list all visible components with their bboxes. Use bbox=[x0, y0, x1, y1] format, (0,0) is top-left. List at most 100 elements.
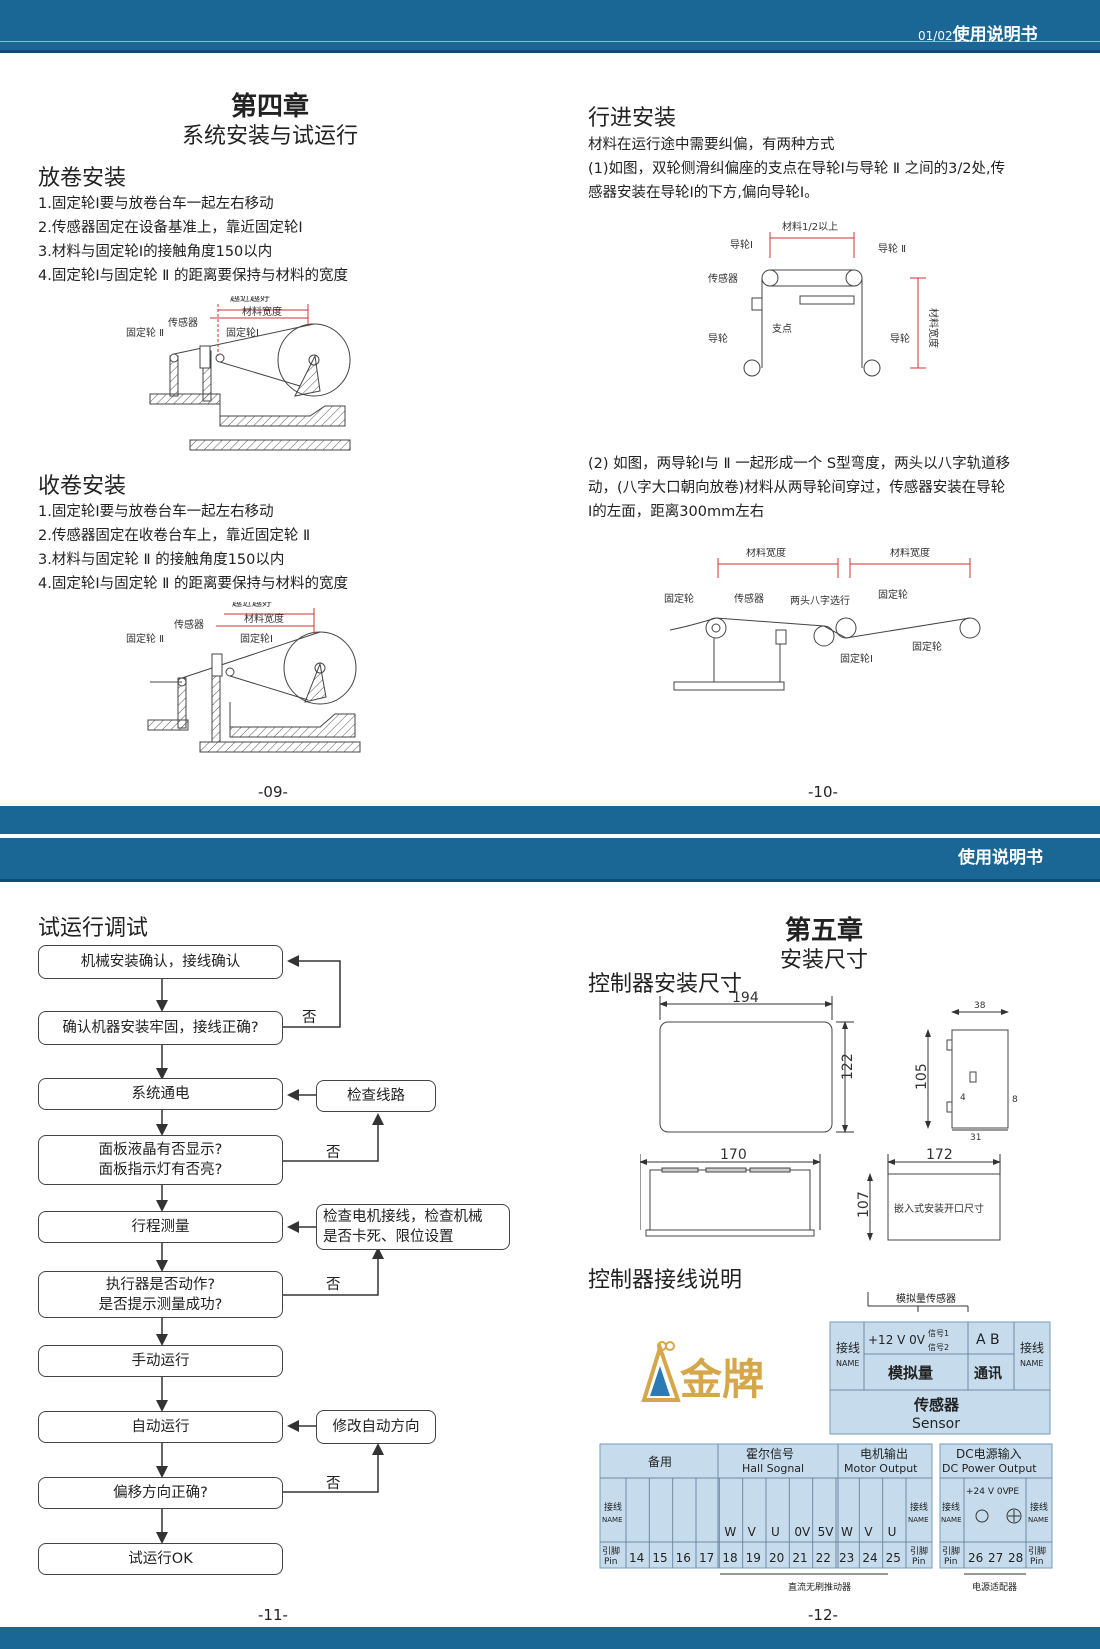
pin-number: 18 bbox=[722, 1551, 737, 1565]
chapter-subtitle: 系统安装与试运行 bbox=[181, 124, 358, 149]
rewind-diagram: 越近越好 材料宽度 传感器 固定轮 Ⅱ 固定轮I bbox=[126, 602, 361, 753]
dc-pin-en-right: Pin bbox=[1030, 1557, 1043, 1567]
label-guide2: 导轮 Ⅱ bbox=[878, 242, 906, 255]
wiring-title: 控制器接线说明 bbox=[588, 1268, 743, 1293]
flow-side-text: 修改自动方向 bbox=[332, 1419, 420, 1435]
sensor-sig2: 信号2 bbox=[928, 1342, 949, 1352]
travel-line: (1)如图，双轮侧滑纠偏座的支点在导轮I与导轮 Ⅱ 之间的3/2处,传 bbox=[588, 161, 1006, 177]
flow-step-trial-ok: 试运行OK bbox=[38, 1543, 283, 1575]
header-band-mid bbox=[0, 838, 1100, 882]
flow-step-lcd-check: 面板液晶有否显示? 面板指示灯有否亮? bbox=[38, 1135, 283, 1185]
dc-pin-num: 27 bbox=[988, 1551, 1003, 1565]
dc-pin-en: Pin bbox=[944, 1557, 957, 1567]
motor-signal: V bbox=[864, 1525, 873, 1539]
flow-step-text: 试运行OK bbox=[128, 1551, 193, 1567]
panel-hall-en: Hall Sognal bbox=[742, 1462, 804, 1475]
sensor-wire: 接线 bbox=[836, 1340, 860, 1355]
label-wheel2: 固定轮 Ⅱ bbox=[126, 326, 164, 339]
dc-wire: 接线 bbox=[942, 1501, 960, 1513]
pin-number: 14 bbox=[629, 1551, 644, 1565]
hall-signal: U bbox=[771, 1525, 780, 1539]
brand-logo: 金牌 bbox=[641, 1341, 764, 1404]
label-half: 材料1/2以上 bbox=[782, 220, 838, 233]
pin-number: 23 bbox=[839, 1551, 854, 1565]
sensor-name-right: NAME bbox=[1020, 1359, 1043, 1368]
unwind-list: 1.固定轮I要与放卷台车一起左右移动 2.传感器固定在设备基准上，靠近固定轮I … bbox=[38, 192, 348, 288]
flow-step-power-on: 系统通电 bbox=[38, 1078, 283, 1110]
label-width: 材料宽度 bbox=[746, 548, 786, 559]
flow-side-check-motor: 检查电机接线，检查机械 是否卡死、限位设置 bbox=[316, 1204, 510, 1250]
flow-no-label: 否 bbox=[326, 1145, 341, 1161]
label-width: 材料宽度 bbox=[244, 612, 284, 625]
hall-signal: V bbox=[748, 1525, 757, 1539]
panel-below: 直流无刷推动器 bbox=[788, 1581, 851, 1593]
panel-pin: 引脚 bbox=[602, 1546, 620, 1557]
flow-step-text: 是否提示测量成功? bbox=[98, 1296, 223, 1313]
label-sensor: 传感器 bbox=[734, 592, 764, 605]
page-number-11: -11- bbox=[258, 1606, 288, 1624]
motor-signal: W bbox=[841, 1525, 853, 1539]
flow-side-text: 检查电机接线，检查机械 bbox=[323, 1209, 483, 1225]
unwind-line: 3.材料与固定轮I的接触角度150以内 bbox=[38, 244, 273, 260]
dc-name: NAME bbox=[941, 1516, 962, 1524]
sensor-label: 传感器 bbox=[913, 1396, 960, 1414]
dim-105: 105 bbox=[914, 1063, 930, 1090]
label-sensor: 传感器 bbox=[168, 316, 198, 329]
label-wheel1: 固定轮I bbox=[240, 632, 273, 645]
travel-line: 感器安装在导轮I的下方,偏向导轮I。 bbox=[588, 185, 819, 201]
sensor-comm: 通讯 bbox=[974, 1366, 1002, 1382]
page-number-09: -09- bbox=[258, 783, 288, 801]
dc-pin: 引脚 bbox=[942, 1546, 960, 1557]
header-mid-title: 使用说明书 bbox=[958, 848, 1043, 868]
page-number-10: -10- bbox=[808, 783, 838, 801]
sensor-v12: +12 V 0V bbox=[868, 1333, 926, 1347]
flow-step-check-secure: 确认机器安装牢固，接线正确? bbox=[38, 1011, 283, 1045]
label-width: 材料宽度 bbox=[242, 305, 282, 318]
flow-step-text: 手动运行 bbox=[131, 1353, 190, 1369]
flow-no-label: 否 bbox=[302, 1010, 317, 1026]
sensor-wire-right: 接线 bbox=[1020, 1340, 1044, 1355]
pin-number: 22 bbox=[816, 1551, 831, 1565]
label-fixed: 固定轮 bbox=[878, 588, 908, 601]
flow-step-text: 偏移方向正确? bbox=[113, 1485, 208, 1501]
sensor-name: NAME bbox=[836, 1359, 859, 1368]
panel-pin-right: 引脚 bbox=[910, 1546, 928, 1557]
panel-pin-en: Pin bbox=[604, 1557, 617, 1567]
header-band-mid-top bbox=[0, 806, 1100, 834]
header-top-title: 01/02使用说明书 bbox=[918, 25, 1038, 45]
sensor-panel-top: 模拟量传感器 bbox=[896, 1292, 956, 1305]
flow-step-confirm-install: 机械安装确认，接线确认 bbox=[38, 945, 283, 979]
dim-172: 172 bbox=[926, 1147, 953, 1163]
flow-no-label: 否 bbox=[326, 1476, 341, 1492]
flow-side-check-wiring: 检查线路 bbox=[316, 1080, 436, 1112]
dim-194: 194 bbox=[732, 990, 759, 1006]
page-number-12: -12- bbox=[808, 1606, 838, 1624]
travel-line: 动，(八字大口朝向放卷)材料从两导轮间穿过，传感器安装在导轮 bbox=[588, 480, 1006, 496]
label-track: 两头八字选行 bbox=[790, 594, 850, 607]
dimension-drawings: 194 122 38 105 4 8 31 170 172 107 嵌入式安装开… bbox=[640, 990, 1018, 1241]
unwind-title: 放卷安装 bbox=[38, 166, 127, 191]
rewind-list: 1.固定轮I要与放卷台车一起左右移动 2.传感器固定在收卷台车上，靠近固定轮 Ⅱ… bbox=[38, 500, 348, 596]
dim-38: 38 bbox=[974, 1001, 986, 1011]
dc-pin-right: 引脚 bbox=[1028, 1546, 1046, 1557]
pin-number: 21 bbox=[792, 1551, 807, 1565]
flow-step-text: 面板液晶有否显示? bbox=[98, 1142, 223, 1158]
panel-name-right: NAME bbox=[908, 1516, 929, 1524]
flow-step-text: 确认机器安装牢固，接线正确? bbox=[62, 1020, 259, 1036]
footer-band bbox=[0, 1627, 1100, 1649]
flow-step-direction-check: 偏移方向正确? bbox=[38, 1477, 283, 1509]
travel-text: 材料在运行途中需要纠偏，有两种方式 (1)如图，双轮侧滑纠偏座的支点在导轮I与导… bbox=[588, 133, 1005, 205]
dim-4: 4 bbox=[960, 1093, 966, 1103]
dc-pin-num: 26 bbox=[968, 1551, 983, 1565]
travel-line: I的左面，距离300mm左右 bbox=[588, 504, 765, 520]
dc-v24: +24 V 0V bbox=[966, 1487, 1010, 1497]
flow-step-text: 系统通电 bbox=[131, 1086, 190, 1102]
dc-pe: PE bbox=[1008, 1487, 1019, 1497]
label-width: 材料宽度 bbox=[927, 308, 940, 348]
logo-text: 金牌 bbox=[679, 1355, 764, 1404]
dc-panel: DC电源输入 DC Power Output 接线 NAME +24 V 0V … bbox=[939, 1443, 1053, 1593]
dim-8: 8 bbox=[1012, 1095, 1018, 1105]
chapter-title: 第四章 bbox=[230, 92, 309, 122]
label-wheel2: 固定轮 Ⅱ bbox=[126, 632, 164, 645]
flow-step-text: 行程测量 bbox=[131, 1219, 190, 1235]
